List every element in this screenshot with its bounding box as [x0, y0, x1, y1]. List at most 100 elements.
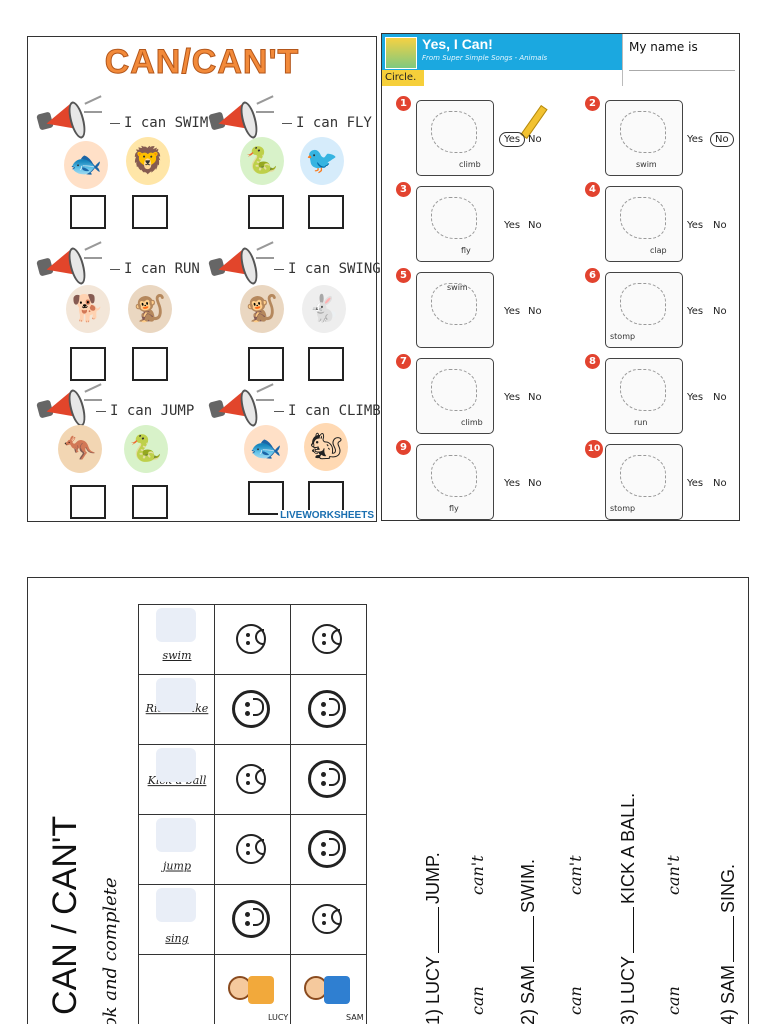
face-cell — [290, 744, 367, 815]
answer-blank[interactable] — [633, 906, 634, 953]
no-option[interactable]: No — [713, 478, 727, 489]
option-cant[interactable]: can't — [468, 855, 487, 895]
sentence-1: 1) LUCYJUMP. — [423, 852, 443, 1024]
sad-face-icon — [311, 904, 342, 935]
answer-box[interactable] — [248, 347, 284, 381]
can-label: I can SWING — [274, 261, 381, 277]
answer-box[interactable] — [248, 195, 284, 229]
can-cant-table: sing jump Kick a ball Ride a bike swim L… — [138, 604, 367, 1024]
question-number: 10 — [585, 440, 603, 458]
picture-frame: fly — [416, 186, 494, 262]
sentence-3: 3) LUCYKICK A BALL. — [618, 792, 638, 1024]
happy-face-icon — [231, 690, 270, 729]
activity-sing: sing — [138, 884, 215, 955]
picture-frame: clap — [605, 186, 683, 262]
yes-option[interactable]: Yes — [499, 132, 526, 147]
worksheet-instruction: ook and complete — [100, 877, 121, 1024]
option-can[interactable]: can — [566, 986, 585, 1015]
answer-box[interactable] — [70, 347, 106, 381]
no-option[interactable]: No — [528, 392, 542, 403]
question-item: 7 climb Yes No — [396, 354, 571, 434]
yes-option[interactable]: Yes — [504, 306, 521, 317]
answer-box[interactable] — [70, 485, 106, 519]
instruction-label: Circle. — [382, 70, 424, 86]
question-number: 2 — [585, 96, 600, 111]
answer-box[interactable] — [132, 347, 168, 381]
picture-frame: climb — [416, 358, 494, 434]
picture-frame: run — [605, 358, 683, 434]
option-cant[interactable]: can't — [664, 855, 683, 895]
corner-cell — [138, 954, 215, 1024]
can-label: I can FLY — [282, 115, 372, 131]
can-run-item: I can RUN 🐕 🐒 — [32, 241, 204, 388]
no-option[interactable]: No — [528, 478, 542, 489]
sentence-2: 2) SAMSWIM. — [518, 858, 538, 1024]
yes-option[interactable]: Yes — [504, 478, 521, 489]
yes-option[interactable]: Yes — [687, 220, 704, 231]
face-cell — [290, 884, 367, 955]
question-item: 8 run Yes No — [585, 354, 739, 434]
no-option[interactable]: No — [528, 220, 542, 231]
answer-box[interactable] — [308, 347, 344, 381]
name-line — [629, 70, 735, 71]
face-cell — [290, 674, 367, 745]
answer-box[interactable] — [308, 195, 344, 229]
no-option[interactable]: No — [528, 306, 542, 317]
question-item: 10 stomp Yes No — [585, 440, 739, 520]
question-item: 3 fly Yes No — [396, 182, 571, 262]
happy-face-icon — [307, 690, 346, 729]
picture-frame: swim — [605, 100, 683, 176]
yes-option[interactable]: Yes — [504, 392, 521, 403]
no-option[interactable]: No — [713, 392, 727, 403]
answer-blank[interactable] — [733, 915, 734, 962]
happy-face-icon — [307, 830, 346, 869]
question-number: 9 — [396, 440, 411, 455]
no-option[interactable]: No — [713, 306, 727, 317]
option-cant[interactable]: can't — [566, 855, 585, 895]
yes-option[interactable]: Yes — [504, 220, 521, 231]
fish-icon: 🐟 — [244, 425, 288, 473]
worksheet-subtitle: From Super Simple Songs - Animals — [422, 54, 548, 62]
option-can[interactable]: can — [468, 986, 487, 1015]
answer-box[interactable] — [70, 195, 106, 229]
answer-box[interactable] — [132, 485, 168, 519]
option-can[interactable]: can — [664, 986, 683, 1015]
megaphone-icon — [208, 241, 274, 289]
face-cell — [290, 604, 367, 675]
worksheet-title: CAN/CAN'T — [104, 43, 300, 82]
question-number: 7 — [396, 354, 411, 369]
jump-picture-icon — [155, 818, 196, 853]
answer-blank[interactable] — [533, 915, 534, 962]
monkey-icon: 🐒 — [128, 285, 172, 333]
yes-option[interactable]: Yes — [687, 478, 704, 489]
kick-ball-picture-icon — [155, 748, 196, 783]
face-cell — [214, 814, 291, 885]
no-option[interactable]: No — [713, 220, 727, 231]
worksheet-title: Yes, I Can! — [422, 36, 493, 52]
name-field[interactable]: My name is — [622, 34, 739, 86]
no-option[interactable]: No — [710, 132, 734, 147]
megaphone-icon — [36, 241, 102, 289]
picture-frame: climb — [416, 100, 494, 176]
sad-face-icon — [235, 624, 266, 655]
worksheet-header: Yes, I Can! From Super Simple Songs - An… — [382, 34, 622, 70]
question-number: 6 — [585, 268, 600, 283]
picture-frame: swim — [416, 272, 494, 348]
no-option[interactable]: No — [528, 134, 542, 145]
question-item: 2 swim Yes No — [585, 96, 739, 176]
yes-option[interactable]: Yes — [687, 306, 704, 317]
yes-option[interactable]: Yes — [687, 392, 704, 403]
bike-picture-icon — [155, 678, 196, 713]
activity-swim: swim — [138, 604, 215, 675]
bird-icon: 🐦 — [300, 137, 344, 185]
activity-kick-a-ball: Kick a ball — [138, 744, 215, 815]
activity-jump: jump — [138, 814, 215, 885]
answer-blank[interactable] — [438, 906, 439, 953]
face-cell — [214, 604, 291, 675]
question-item: 1 climb Yes No — [396, 96, 571, 176]
happy-face-icon — [231, 900, 270, 939]
answer-box[interactable] — [132, 195, 168, 229]
yes-option[interactable]: Yes — [687, 134, 704, 145]
answer-box[interactable] — [248, 481, 284, 515]
megaphone-icon — [208, 95, 274, 143]
